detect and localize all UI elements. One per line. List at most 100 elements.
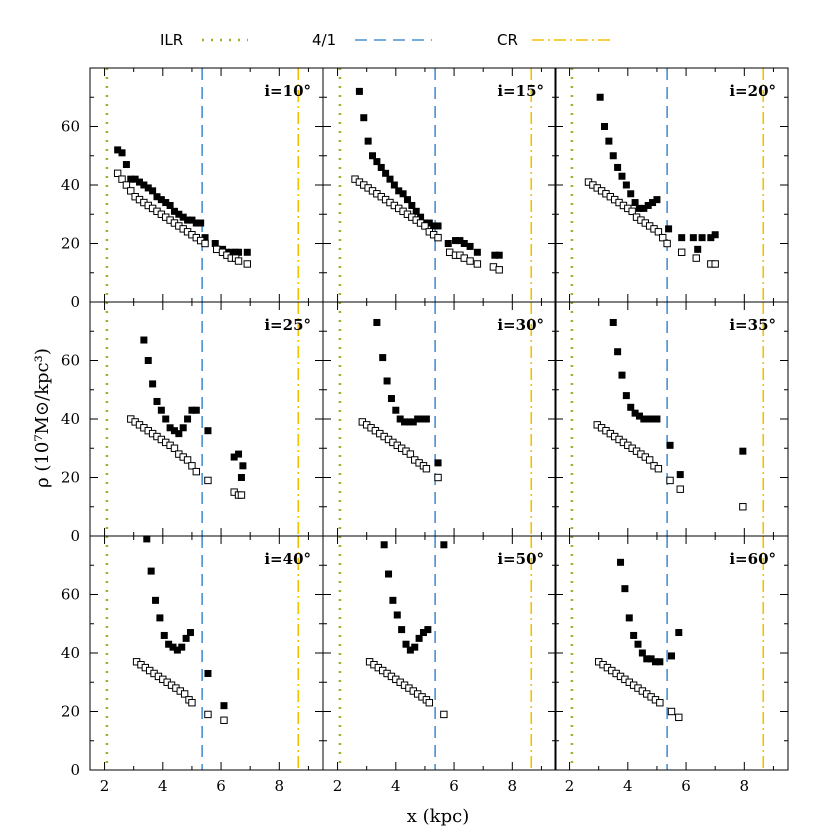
- panel-frame: [89, 301, 324, 537]
- open-point: [667, 707, 676, 716]
- filled-point: [622, 181, 630, 189]
- open-point: [434, 233, 442, 242]
- filled-point: [144, 184, 152, 192]
- filled-point: [156, 614, 164, 622]
- x-tick-label: 2: [333, 777, 343, 795]
- filled-point: [495, 251, 503, 259]
- filled-point: [635, 412, 643, 420]
- filled-point: [355, 87, 363, 95]
- filled-point: [377, 163, 385, 171]
- panel: i=35°: [554, 301, 789, 537]
- filled-point: [640, 204, 648, 212]
- filled-point: [665, 225, 673, 233]
- open-point: [675, 713, 683, 722]
- filled-point: [192, 406, 200, 414]
- open-point: [434, 473, 442, 482]
- filled-point: [220, 702, 228, 710]
- filled-point: [211, 240, 219, 247]
- open-point: [201, 239, 209, 248]
- legend-cr-label: CR: [497, 31, 518, 49]
- filled-point: [230, 453, 238, 461]
- filled-point: [140, 336, 148, 344]
- panel: i=15°: [322, 67, 557, 303]
- legend-ilr-label: ILR: [160, 31, 183, 49]
- open-point: [440, 710, 448, 719]
- filled-point: [444, 240, 452, 247]
- filled-point: [186, 629, 194, 637]
- filled-point: [675, 629, 683, 637]
- filled-point: [387, 395, 395, 403]
- filled-point: [649, 415, 657, 423]
- filled-point: [166, 424, 174, 432]
- filled-point: [651, 658, 659, 666]
- filled-point: [452, 237, 460, 245]
- filled-point: [122, 161, 130, 169]
- open-point: [422, 465, 431, 473]
- open-point: [466, 257, 474, 265]
- filled-point: [360, 114, 368, 122]
- open-point: [473, 260, 482, 268]
- open-point: [711, 260, 719, 268]
- y-tick-label: 0: [70, 761, 80, 779]
- filled-point: [399, 190, 407, 198]
- filled-point: [380, 541, 388, 549]
- y-tick-label: 60: [61, 352, 80, 370]
- filled-point: [618, 371, 626, 379]
- filled-point: [631, 409, 639, 417]
- filled-point: [440, 541, 448, 549]
- panel-frame: [554, 301, 789, 537]
- panel-frame: [89, 535, 324, 771]
- y-tick-label: 60: [61, 586, 80, 604]
- open-point: [659, 233, 667, 242]
- open-point: [645, 456, 654, 464]
- open-point: [113, 169, 122, 178]
- filled-point: [415, 634, 423, 642]
- filled-point: [143, 535, 151, 543]
- filled-point: [635, 204, 643, 212]
- filled-point: [622, 392, 630, 400]
- filled-point: [118, 149, 126, 157]
- filled-point: [412, 207, 420, 215]
- filled-point: [235, 450, 243, 458]
- filled-point: [402, 640, 410, 648]
- filled-point: [405, 418, 413, 426]
- x-tick-label: 8: [740, 777, 750, 795]
- filled-point: [411, 643, 419, 651]
- filled-point: [609, 318, 617, 326]
- x-tick-label: 8: [508, 777, 518, 795]
- filled-point: [627, 190, 635, 198]
- filled-point: [393, 611, 401, 619]
- x-tick-label: 6: [681, 777, 691, 795]
- open-point: [676, 485, 684, 493]
- filled-point: [609, 152, 617, 160]
- open-point: [188, 462, 196, 470]
- filled-point: [425, 219, 433, 227]
- open-point: [677, 248, 686, 256]
- filled-point: [649, 199, 657, 207]
- filled-point: [173, 646, 181, 654]
- panel-label: i=10°: [264, 82, 311, 100]
- panel: i=20°: [554, 67, 789, 303]
- filled-point: [178, 643, 186, 651]
- y-axis-title: ρ (10⁷M⊙/kpc³): [32, 348, 53, 488]
- filled-point: [170, 207, 178, 215]
- open-point: [237, 491, 246, 499]
- open-point: [692, 254, 700, 262]
- filled-point: [456, 237, 464, 245]
- x-tick-label: 4: [158, 777, 168, 795]
- filled-point: [160, 631, 168, 639]
- filled-point: [644, 415, 652, 423]
- filled-point: [430, 222, 438, 230]
- open-point: [118, 175, 126, 183]
- filled-point: [243, 248, 251, 256]
- x-axis-title: x (kpc): [407, 806, 469, 827]
- filled-point: [383, 377, 391, 385]
- y-tick-label: 20: [61, 703, 80, 721]
- open-point: [180, 690, 189, 698]
- filled-point: [414, 415, 422, 423]
- filled-point: [204, 669, 212, 677]
- filled-point: [175, 210, 183, 218]
- filled-point: [166, 201, 174, 209]
